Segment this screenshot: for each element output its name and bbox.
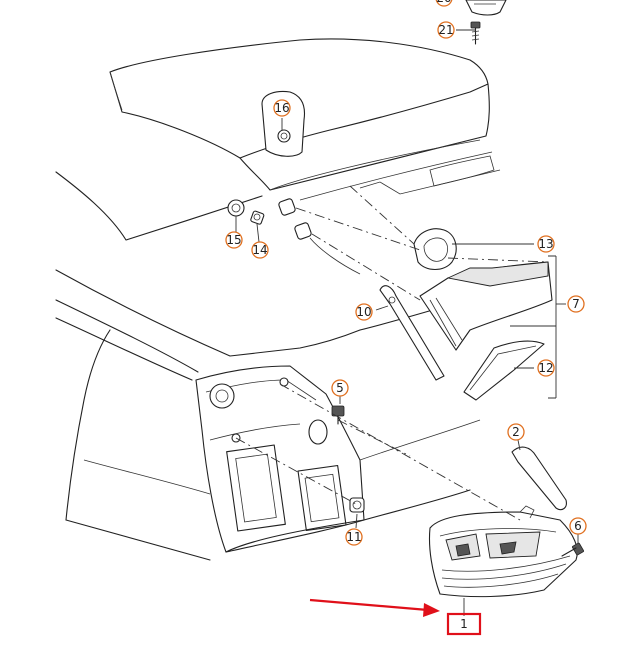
callout-10[interactable]: 7 bbox=[567, 295, 585, 313]
svg-text:15: 15 bbox=[226, 233, 241, 247]
svg-text:13: 13 bbox=[538, 237, 553, 251]
leader-lines bbox=[235, 29, 579, 616]
lid-studs bbox=[278, 198, 361, 275]
callout-15[interactable]: 15 bbox=[225, 231, 243, 249]
rear-panel-cavity bbox=[195, 295, 481, 553]
highlight-arrow bbox=[309, 598, 440, 617]
svg-text:7: 7 bbox=[572, 297, 580, 311]
bracket-11 bbox=[379, 285, 445, 381]
nut-7 bbox=[349, 497, 365, 513]
tail-light-1 bbox=[428, 505, 578, 598]
screw-6 bbox=[561, 542, 584, 557]
svg-text:16: 16 bbox=[274, 101, 289, 115]
upper-bracket bbox=[465, 0, 507, 16]
svg-text:21: 21 bbox=[438, 23, 453, 37]
trunk-lid bbox=[109, 38, 501, 201]
callout-2[interactable]: 2 bbox=[507, 423, 525, 441]
svg-text:20: 20 bbox=[436, 0, 451, 5]
assembly-lines bbox=[235, 185, 549, 521]
callout-14[interactable]: 14 bbox=[251, 241, 269, 259]
callout-11[interactable]: 10 bbox=[355, 303, 373, 321]
gasket-2 bbox=[511, 446, 567, 511]
callout-7[interactable]: 11 bbox=[345, 528, 363, 546]
nut-14 bbox=[250, 210, 265, 225]
callout-13[interactable]: 13 bbox=[537, 235, 555, 253]
svg-text:5: 5 bbox=[336, 381, 344, 395]
callout-6[interactable]: 6 bbox=[569, 517, 587, 535]
svg-text:2: 2 bbox=[512, 425, 520, 439]
grommet-13 bbox=[413, 228, 457, 271]
svg-text:6: 6 bbox=[574, 519, 582, 533]
callout-16[interactable]: 16 bbox=[273, 99, 291, 117]
svg-text:10: 10 bbox=[356, 305, 371, 319]
callout-21[interactable]: 21 bbox=[437, 21, 455, 39]
callout-12[interactable]: 12 bbox=[537, 359, 555, 377]
callout-5[interactable]: 5 bbox=[331, 379, 349, 397]
seal-12 bbox=[463, 340, 545, 401]
callout-1-highlight-box bbox=[446, 612, 482, 636]
svg-text:12: 12 bbox=[538, 361, 553, 375]
callout-1[interactable]: 1 bbox=[446, 612, 482, 636]
lid-lamp-inner bbox=[419, 261, 553, 351]
svg-text:14: 14 bbox=[252, 243, 267, 257]
svg-text:11: 11 bbox=[346, 530, 361, 544]
svg-text:1: 1 bbox=[460, 617, 468, 631]
buffer-pad-16 bbox=[261, 90, 306, 157]
nut-15 bbox=[227, 199, 245, 217]
callout-20[interactable]: 20 bbox=[435, 0, 453, 7]
screw-21 bbox=[470, 21, 481, 45]
body-side-panel bbox=[55, 171, 361, 561]
